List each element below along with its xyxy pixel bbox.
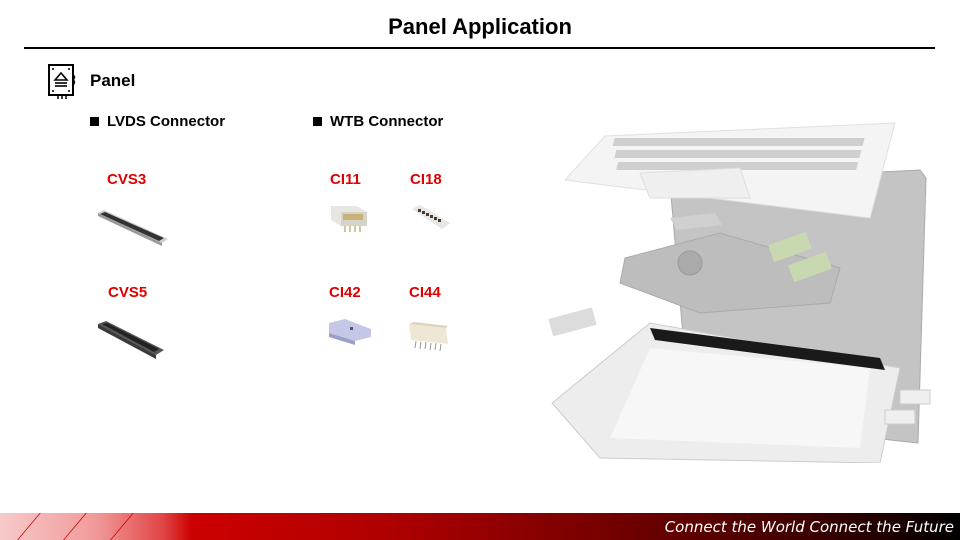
title-divider bbox=[24, 47, 935, 49]
ci42-connector-image bbox=[329, 319, 371, 345]
section-title: Panel bbox=[90, 71, 136, 90]
footer-stripe bbox=[107, 513, 136, 540]
ci11-connector-image bbox=[331, 206, 367, 232]
part-cvs3: CVS3 bbox=[107, 171, 147, 188]
footer-stripe bbox=[60, 513, 89, 540]
part-ci11: CI11 bbox=[330, 171, 361, 188]
category-lvds: LVDS Connector bbox=[90, 113, 225, 130]
ci44-connector-image bbox=[409, 322, 448, 352]
laptop-exploded-view-image bbox=[548, 122, 931, 463]
category-label: WTB Connector bbox=[330, 113, 444, 130]
footer-tagline: Connect the World Connect the Future bbox=[664, 518, 954, 536]
part-ci44: CI44 bbox=[409, 284, 441, 301]
panel-display-icon bbox=[48, 64, 76, 99]
part-ci18: CI18 bbox=[410, 171, 442, 188]
slide-title: Panel Application bbox=[388, 14, 572, 39]
footer-bar: Connect the World Connect the Future bbox=[0, 513, 960, 540]
ci18-connector-image bbox=[412, 205, 450, 229]
category-wtb: WTB Connector bbox=[313, 113, 443, 130]
bullet-square-icon bbox=[90, 117, 99, 126]
part-cvs5: CVS5 bbox=[108, 284, 148, 301]
cvs5-connector-image bbox=[98, 321, 164, 359]
footer-stripe bbox=[14, 513, 43, 540]
bullet-square-icon bbox=[313, 117, 322, 126]
cvs3-connector-image bbox=[98, 210, 168, 246]
part-ci42: CI42 bbox=[329, 284, 361, 301]
category-label: LVDS Connector bbox=[107, 113, 226, 130]
